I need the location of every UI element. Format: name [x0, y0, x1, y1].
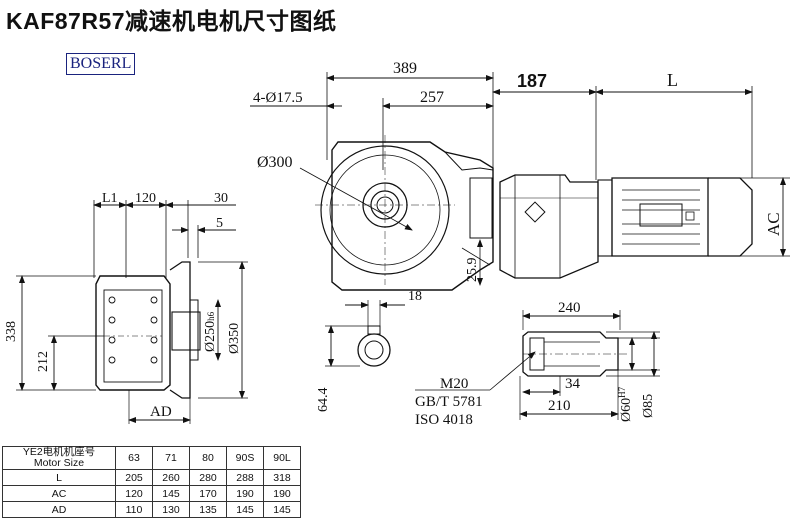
motor-size-table: YE2电机机座号 Motor Size 63 71 80 90S 90L L 2… — [2, 446, 301, 518]
label-standard-iso: ISO 4018 — [415, 412, 473, 428]
table-row-label: AC — [2, 485, 116, 502]
table-row: AD 110 130 135 145 145 — [2, 501, 301, 518]
table-header-row: YE2电机机座号 Motor Size 63 71 80 90S 90L — [2, 446, 301, 470]
table-cell: 318 — [263, 469, 301, 486]
label-thread: M20 — [440, 376, 468, 392]
dim-120: 120 — [135, 191, 156, 206]
dim-64-4: 64.4 — [316, 388, 331, 413]
table-header-en: Motor Size — [33, 457, 85, 469]
label-standard-gb: GB/T 5781 — [415, 394, 483, 410]
dim-l1: L1 — [102, 191, 118, 206]
dim-ac: AC — [764, 212, 783, 236]
table-size-cell: 90S — [226, 446, 264, 470]
table-cell: 190 — [226, 485, 264, 502]
front-view — [250, 72, 790, 291]
dim-187: 187 — [517, 71, 547, 91]
table-header-label: YE2电机机座号 Motor Size — [2, 446, 116, 470]
dim-389: 389 — [393, 60, 417, 77]
dim-spigot-main: Ø250 — [203, 321, 218, 352]
dim-spigot-tol: h6 — [206, 311, 216, 321]
table-row-label: AD — [2, 501, 116, 518]
table-cell: 190 — [263, 485, 301, 502]
table-row: L 205 260 280 288 318 — [2, 469, 301, 486]
table-cell: 120 — [115, 485, 153, 502]
table-cell: 135 — [189, 501, 227, 518]
dim-240: 240 — [558, 300, 581, 316]
table-cell: 130 — [152, 501, 190, 518]
dim-spigot: Ø250h6 — [203, 311, 218, 352]
table-cell: 260 — [152, 469, 190, 486]
dim-85: Ø85 — [641, 394, 656, 418]
dim-flange-holes: 4-Ø17.5 — [253, 90, 303, 106]
dim-25-9: 25.9 — [465, 258, 480, 283]
table-cell: 145 — [152, 485, 190, 502]
table-cell: 145 — [263, 501, 301, 518]
side-view — [16, 200, 248, 424]
dim-350: Ø350 — [227, 323, 242, 354]
dim-flange-diameter: Ø300 — [257, 154, 293, 171]
table-cell: 145 — [226, 501, 264, 518]
table-cell: 170 — [189, 485, 227, 502]
dim-257: 257 — [420, 89, 444, 106]
table-row: AC 120 145 170 190 190 — [2, 485, 301, 502]
table-cell: 288 — [226, 469, 264, 486]
dim-motor-length: L — [667, 70, 678, 90]
keyway-detail — [325, 300, 405, 367]
dim-bore-tol: H7 — [617, 386, 627, 397]
table-size-cell: 63 — [115, 446, 153, 470]
dim-210: 210 — [548, 398, 571, 414]
page-title: KAF87R57减速机电机尺寸图纸 — [6, 8, 337, 34]
table-row-label: L — [2, 469, 116, 486]
table-cell: 280 — [189, 469, 227, 486]
dim-ad: AD — [150, 404, 172, 420]
dim-212: 212 — [36, 351, 51, 372]
dim-5: 5 — [216, 216, 223, 231]
dim-30: 30 — [214, 191, 228, 206]
table-cell: 205 — [115, 469, 153, 486]
brand-logo: BOSERL — [66, 53, 136, 75]
dim-18: 18 — [408, 289, 422, 304]
table-cell: 110 — [115, 501, 153, 518]
dim-34: 34 — [565, 376, 581, 392]
table-size-cell: 80 — [189, 446, 227, 470]
dim-bore: Ø60H7 — [617, 386, 634, 422]
table-size-cell: 90L — [263, 446, 301, 470]
dim-bore-main: Ø60 — [619, 398, 634, 422]
shaft-detail — [415, 310, 660, 420]
table-header-zh: YE2电机机座号 — [22, 446, 96, 458]
dim-338: 338 — [4, 321, 19, 342]
table-size-cell: 71 — [152, 446, 190, 470]
